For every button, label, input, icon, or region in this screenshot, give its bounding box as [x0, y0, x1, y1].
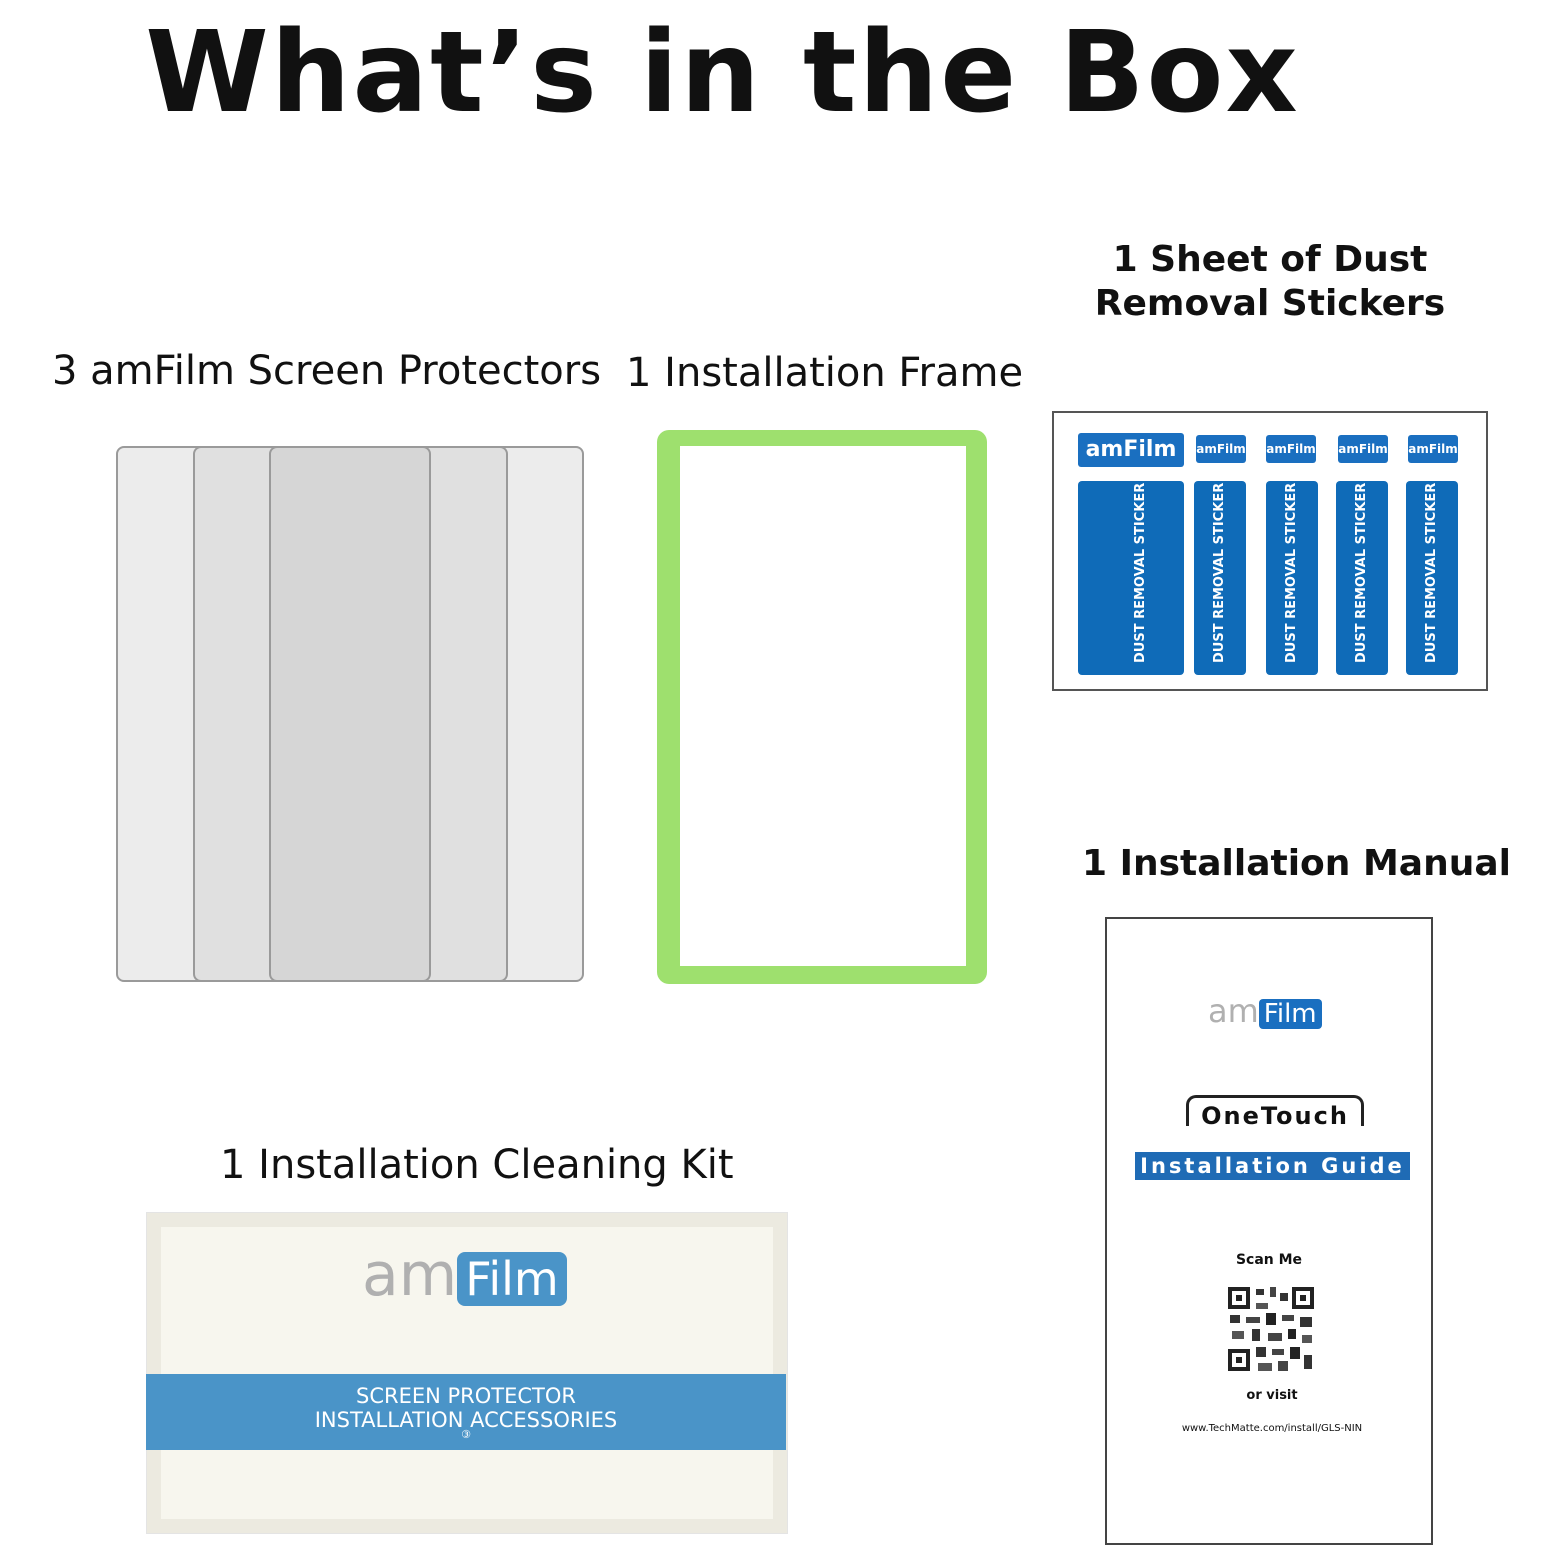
- dust-removal-sticker: DUST REMOVAL STICKER: [1406, 481, 1458, 675]
- kit-text-line2: INSTALLATION ACCESSORIES: [314, 1408, 618, 1432]
- protectors-label: 3 amFilm Screen Protectors: [52, 348, 602, 394]
- sticker-text: DUST REMOVAL STICKER: [1212, 482, 1227, 663]
- manual-url: www.TechMatte.com/install/GLS-NIN: [1181, 1423, 1363, 1434]
- kit-text-line1: SCREEN PROTECTOR: [356, 1384, 576, 1408]
- onetouch-heading: OneTouch: [1186, 1095, 1364, 1130]
- frame-label: 1 Installation Frame: [626, 350, 1024, 396]
- kit-number: ③: [461, 1428, 471, 1441]
- manual-label: 1 Installation Manual: [1082, 843, 1511, 884]
- dust-removal-sticker: DUST REMOVAL STICKER: [1336, 481, 1388, 675]
- sticker-brand-tag: amFilm: [1266, 435, 1316, 463]
- sticker-text: DUST REMOVAL STICKER: [1424, 482, 1439, 663]
- sticker-brand-tag: amFilm: [1078, 433, 1184, 467]
- qr-code: [1226, 1285, 1316, 1373]
- sticker-brand-tag: amFilm: [1196, 435, 1246, 463]
- stickers-label-line2: Removal Stickers: [1094, 283, 1446, 324]
- or-visit-text: or visit: [1246, 1388, 1298, 1403]
- installation-frame-opening: [680, 446, 966, 966]
- dust-removal-sticker: DUST REMOVAL STICKER: [1266, 481, 1318, 675]
- cleaning-kit-label: 1 Installation Cleaning Kit: [220, 1142, 734, 1188]
- sticker-brand-tag: amFilm: [1408, 435, 1458, 463]
- sticker-text: DUST REMOVAL STICKER: [1284, 482, 1299, 663]
- stickers-label-line1: 1 Sheet of Dust: [1112, 239, 1428, 280]
- page-title: What’s in the Box: [145, 8, 1300, 138]
- dust-removal-sticker: DUST REMOVAL STICKER: [1078, 481, 1184, 675]
- scan-me-text: Scan Me: [1235, 1252, 1303, 1268]
- kit-label-band: [146, 1374, 786, 1450]
- screen-protector-sheet: [269, 446, 431, 982]
- dust-removal-sticker: DUST REMOVAL STICKER: [1194, 481, 1246, 675]
- sticker-brand-tag: amFilm: [1338, 435, 1388, 463]
- stickers-label: 1 Sheet of Dust Removal Stickers: [1080, 238, 1460, 326]
- dust-sticker-sheet: amFilm amFilm amFilm amFilm amFilm DUST …: [1052, 411, 1488, 691]
- sticker-text: DUST REMOVAL STICKER: [1354, 482, 1369, 663]
- installation-guide-banner: Installation Guide: [1135, 1152, 1410, 1180]
- sticker-text: DUST REMOVAL STICKER: [1133, 482, 1148, 663]
